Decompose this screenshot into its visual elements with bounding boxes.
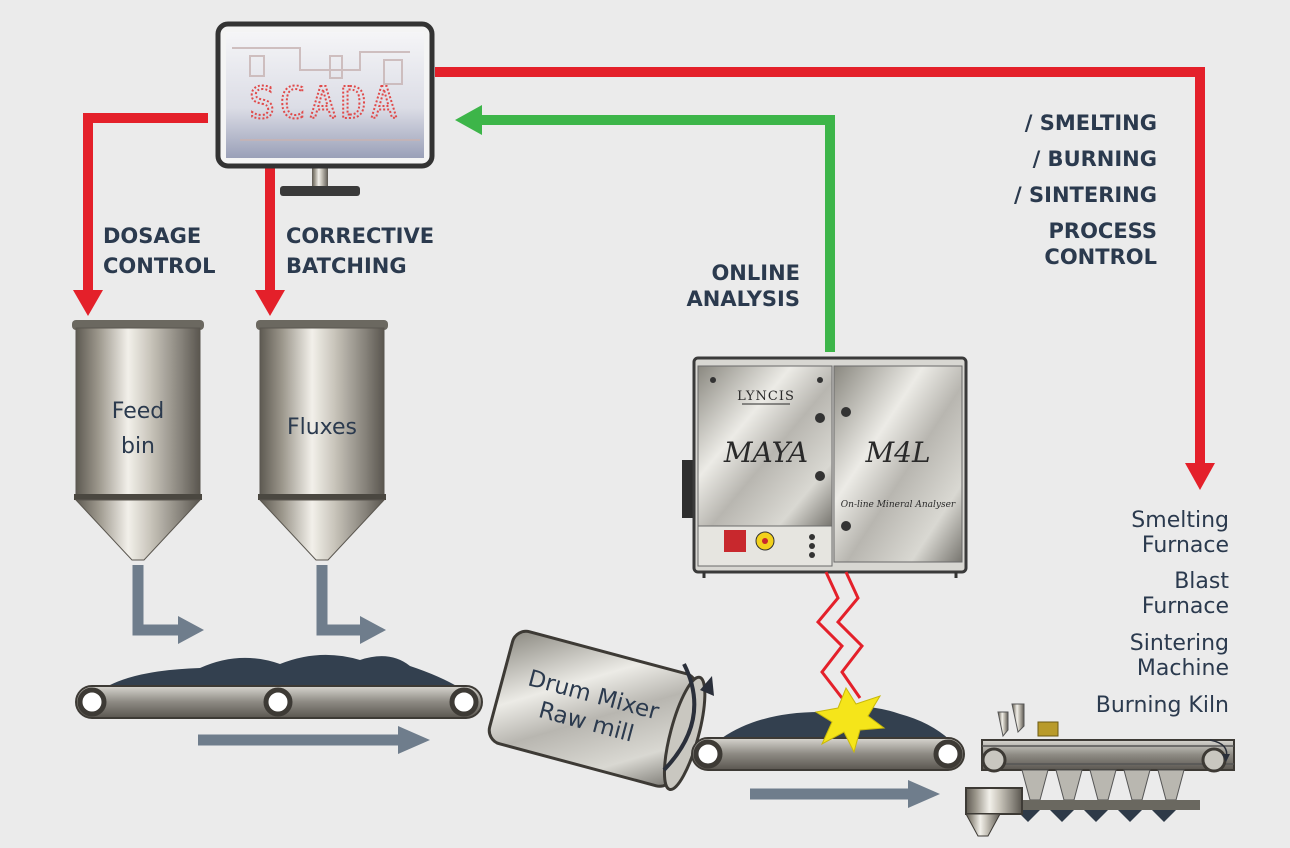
- online-analysis-label-1: ONLINE: [711, 261, 800, 285]
- dosage-control-label-1: DOSAGE: [103, 224, 201, 248]
- sintering-machine: [965, 703, 1235, 837]
- measurement-burst-icon: [814, 686, 886, 754]
- corrective-batching-label-2: BATCHING: [286, 254, 407, 278]
- online-analysis-arrow: [455, 105, 835, 352]
- analyser-model-right: M4L: [864, 436, 930, 469]
- feed-bin-label-1: Feed: [112, 399, 165, 424]
- process-label-burning: / BURNING: [1033, 147, 1157, 171]
- corrective-batching-label-1: CORRECTIVE: [286, 224, 434, 248]
- analyser-subtitle: On-line Mineral Analyser: [841, 500, 956, 510]
- fluxes-drop-arrow: [316, 565, 386, 644]
- scada-label: SCADA: [249, 78, 401, 129]
- process-control-labels: / SMELTING / BURNING / SINTERING PROCESS…: [1014, 111, 1157, 269]
- online-analysis-label-2: ANALYSIS: [687, 287, 800, 311]
- feed-drop-arrow: [132, 565, 204, 644]
- process-control-arrow: [435, 67, 1215, 490]
- scada-monitor: SCADA: [215, 21, 435, 196]
- conveyor-1-direction-arrow: [198, 726, 430, 754]
- process-smelting-1: Smelting: [1131, 508, 1229, 533]
- analyser-cabinet: LYNCIS MAYA M4L On-line Mineral Analyser: [682, 356, 968, 578]
- feed-bin-label-2: bin: [121, 434, 155, 459]
- process-sintering-1: Sintering: [1130, 631, 1229, 656]
- process-label-control: CONTROL: [1044, 245, 1157, 269]
- process-blast-2: Furnace: [1142, 594, 1229, 619]
- feed-conveyor: [75, 654, 483, 719]
- drum-mixer: Drum Mixer Raw mill: [487, 629, 707, 792]
- feed-bin: Feed bin: [72, 320, 204, 561]
- process-smelting-2: Furnace: [1142, 533, 1229, 558]
- process-label-smelting: / SMELTING: [1025, 111, 1157, 135]
- process-sintering-2: Machine: [1137, 656, 1229, 681]
- dosage-control-arrow: [73, 113, 208, 316]
- drum-rotation-icon: [662, 663, 714, 772]
- process-list: Smelting Furnace Blast Furnace Sintering…: [1096, 508, 1230, 718]
- process-label-process: PROCESS: [1049, 219, 1157, 243]
- fluxes-bin: Fluxes: [256, 320, 388, 561]
- process-label-sintering: / SINTERING: [1014, 183, 1157, 207]
- fluxes-bin-label: Fluxes: [287, 415, 357, 440]
- conveyor-2-direction-arrow: [750, 780, 940, 808]
- analyser-brand: LYNCIS: [737, 389, 795, 404]
- analyser-model-left: MAYA: [723, 436, 808, 469]
- process-kiln: Burning Kiln: [1096, 693, 1229, 718]
- dosage-control-label-2: CONTROL: [103, 254, 216, 278]
- radiation-signal-icon: [815, 571, 864, 699]
- process-blast-1: Blast: [1174, 569, 1229, 594]
